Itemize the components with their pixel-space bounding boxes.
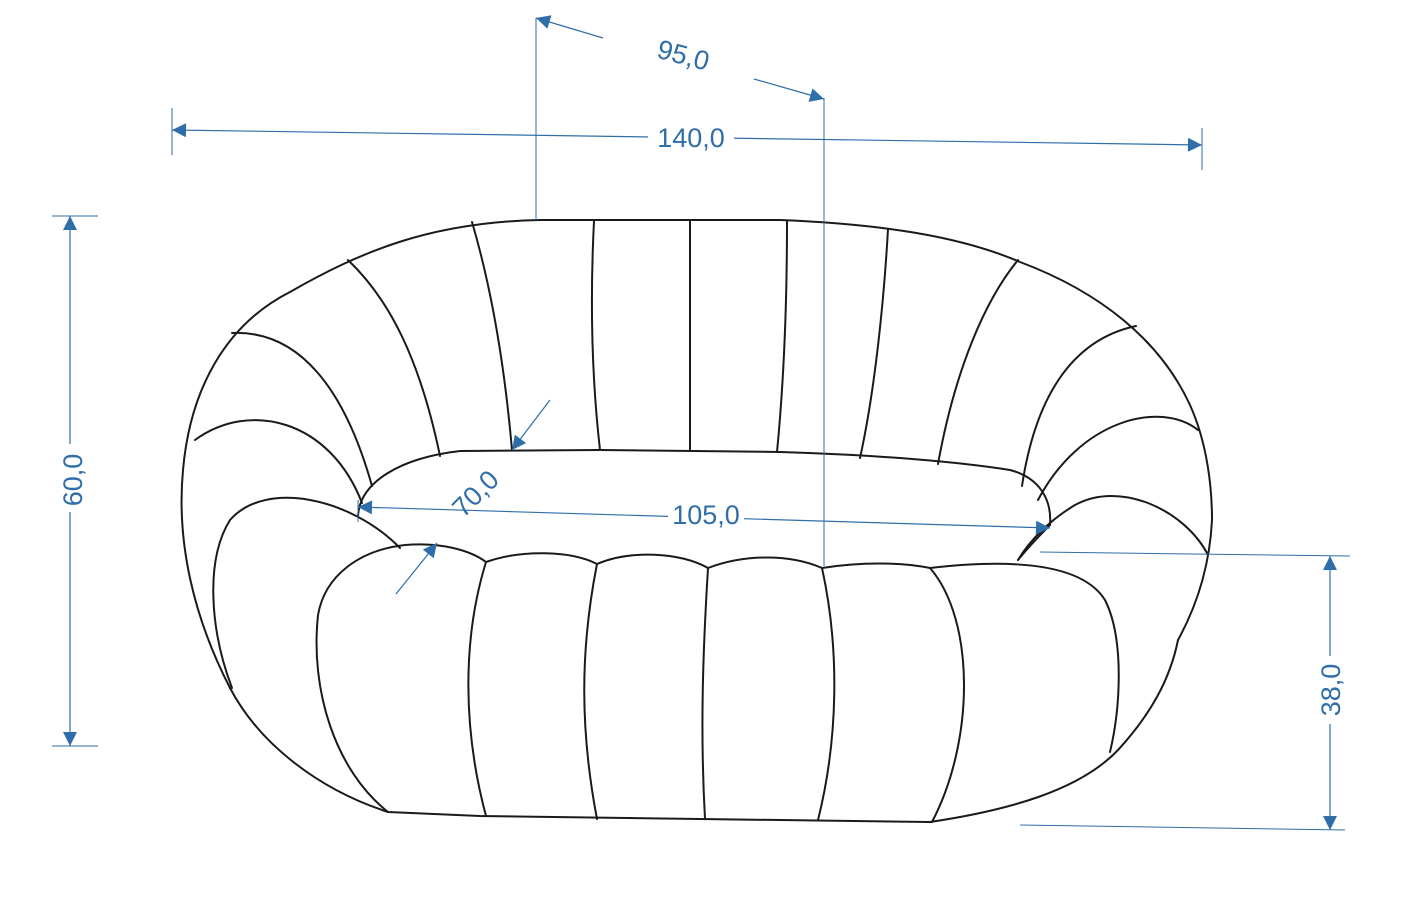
depth-dimension-line [535, 15, 604, 39]
front-roll-seam [701, 567, 709, 820]
back-seam [347, 259, 441, 457]
front-roll-seam [929, 562, 1120, 753]
arm-seam-right [1017, 495, 1209, 561]
dimension-labels: 140,0 95,0 60,0 38,0 105,0 70,0 [56, 34, 1346, 724]
seat-depth-dimension-line [511, 399, 551, 451]
width-label: 140,0 [657, 123, 725, 153]
back-seam [937, 259, 1019, 465]
back-seam [859, 228, 889, 459]
sofa-outline [180, 219, 1213, 823]
sofa-outer-contour [180, 219, 1213, 689]
seat-depth-dimension-line [395, 542, 438, 595]
seat-width-label: 105,0 [672, 500, 740, 530]
front-roll-seam [817, 567, 836, 821]
depth-label: 95,0 [654, 34, 713, 77]
front-roll-seam [485, 552, 931, 569]
arm-seam-right [1037, 415, 1199, 501]
sofa-front-contour [229, 639, 1179, 823]
front-roll-seam [583, 563, 598, 820]
arm-seam-left [212, 496, 401, 689]
height-label: 60,0 [58, 454, 88, 507]
back-seam [776, 220, 788, 453]
back-seam [471, 221, 513, 451]
depth-dimension-line [753, 78, 825, 102]
arm-seam-left [194, 419, 363, 504]
seat-depth-label: 70,0 [446, 464, 504, 522]
arm-seam-right [1021, 325, 1137, 487]
back-seam [591, 220, 601, 451]
front-roll-seam [467, 561, 487, 817]
arm-seam-left [231, 331, 373, 487]
seat-height-label: 38,0 [1316, 664, 1346, 717]
front-roll-seam [315, 543, 487, 813]
front-roll-seam [929, 567, 965, 823]
